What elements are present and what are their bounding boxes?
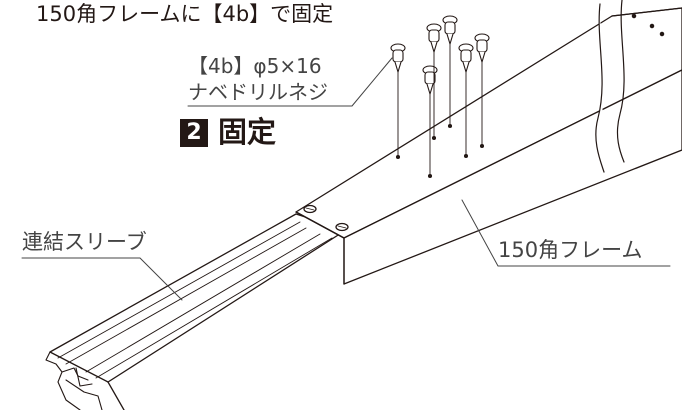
square-frame bbox=[295, 0, 682, 285]
sleeve-end-profile bbox=[45, 351, 103, 410]
screw-6 bbox=[474, 33, 490, 146]
connecting-sleeve bbox=[45, 213, 347, 410]
screws bbox=[390, 15, 490, 176]
sleeve-leader bbox=[21, 257, 183, 301]
frame-leader bbox=[461, 199, 671, 267]
screw-3 bbox=[426, 23, 442, 138]
sleeve-label: 連結スリーブ bbox=[22, 230, 147, 254]
frame-label: 150角フレーム bbox=[498, 238, 643, 262]
leader-lines bbox=[21, 57, 671, 301]
screw-5 bbox=[458, 43, 474, 156]
screw-spec-label: 【4b】φ5×16 bbox=[188, 54, 322, 78]
screw-4 bbox=[442, 15, 458, 126]
callout-leader bbox=[187, 57, 393, 107]
instruction-header: 150角フレームに【4b】で固定 bbox=[36, 2, 334, 26]
screw-1 bbox=[390, 43, 406, 157]
step-number-badge: 2 bbox=[180, 118, 208, 147]
screw-2 bbox=[422, 65, 438, 176]
step-title: 固定 bbox=[218, 115, 277, 149]
step-heading: 2 固定 bbox=[180, 118, 276, 147]
screw-type-label: ナベドリルネジ bbox=[188, 80, 328, 104]
